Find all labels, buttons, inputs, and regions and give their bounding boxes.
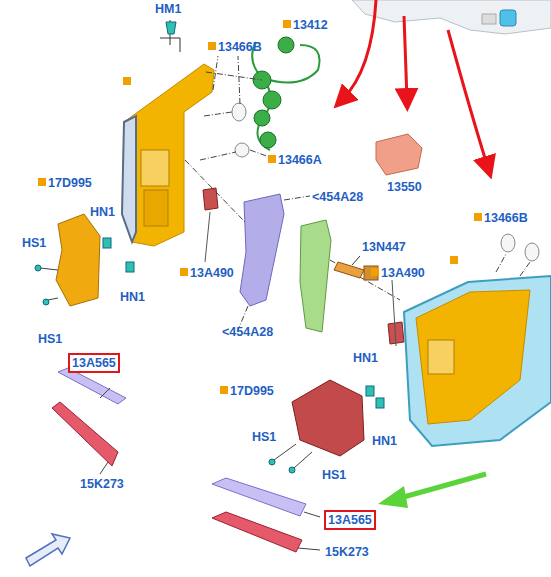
callout-number: 17D995 bbox=[48, 176, 92, 190]
note-square bbox=[38, 20, 482, 394]
callout-number: HM1 bbox=[155, 2, 181, 16]
callout-number: 13A565 bbox=[72, 356, 116, 370]
highlight-arrow bbox=[400, 474, 486, 498]
bulb bbox=[501, 234, 515, 252]
callout-number: 13550 bbox=[387, 180, 422, 194]
trim-panel bbox=[300, 220, 331, 332]
bulb bbox=[235, 143, 249, 157]
lens-strip bbox=[52, 402, 118, 466]
lamp-reflector bbox=[416, 290, 530, 424]
highlighted-callout: 13A565 bbox=[68, 353, 120, 373]
callout-number: 13A490 bbox=[381, 266, 425, 280]
callout-number: 13A490 bbox=[190, 266, 234, 280]
red-arrow bbox=[342, 0, 376, 100]
clip bbox=[166, 22, 176, 34]
callout-number: 13N447 bbox=[362, 240, 406, 254]
vehicle-body bbox=[352, 0, 551, 34]
lens-strip bbox=[58, 368, 126, 404]
callout-number: 15K273 bbox=[80, 477, 124, 491]
bracket bbox=[56, 214, 100, 306]
callout-number: 13412 bbox=[293, 18, 328, 32]
callout-number: HS1 bbox=[38, 332, 62, 346]
callout-number: HN1 bbox=[372, 434, 397, 448]
lamp-detail bbox=[141, 150, 169, 186]
lens-strip bbox=[212, 478, 306, 516]
callout-number: <454A28 bbox=[222, 325, 273, 339]
direction-arrow bbox=[26, 534, 70, 566]
lamp-housing bbox=[122, 64, 214, 246]
vehicle-lamp bbox=[500, 10, 516, 26]
highlighted-callout: 13A565 bbox=[324, 510, 376, 530]
red-arrow bbox=[404, 16, 407, 100]
socket bbox=[278, 37, 294, 53]
vehicle-detail bbox=[482, 14, 496, 24]
trim-panel bbox=[240, 194, 284, 306]
clip bbox=[103, 238, 111, 248]
callout-number: HN1 bbox=[120, 290, 145, 304]
bracket bbox=[292, 380, 364, 456]
callout-number: HS1 bbox=[22, 236, 46, 250]
module-part bbox=[376, 134, 422, 175]
callout-number: <454A28 bbox=[312, 190, 363, 204]
callout-number: 13466A bbox=[278, 153, 322, 167]
callout-number: HS1 bbox=[322, 468, 346, 482]
callout-number: 13466B bbox=[484, 211, 528, 225]
bulb bbox=[232, 103, 246, 121]
red-arrow bbox=[448, 30, 488, 168]
callout-number: 13A565 bbox=[328, 513, 372, 527]
callout-number: HS1 bbox=[252, 430, 276, 444]
callout-number: 13466B bbox=[218, 40, 262, 54]
callout-number: HN1 bbox=[353, 351, 378, 365]
sensor bbox=[334, 262, 364, 278]
callout-number: HN1 bbox=[90, 205, 115, 219]
callout-number: 17D995 bbox=[230, 384, 274, 398]
lamp-housing bbox=[404, 276, 551, 446]
lens-strip bbox=[212, 512, 302, 552]
callout-number: 15K273 bbox=[325, 545, 369, 559]
lamp-lens-edge bbox=[122, 116, 136, 242]
wiring-harness bbox=[252, 42, 319, 150]
grommet bbox=[203, 188, 218, 210]
